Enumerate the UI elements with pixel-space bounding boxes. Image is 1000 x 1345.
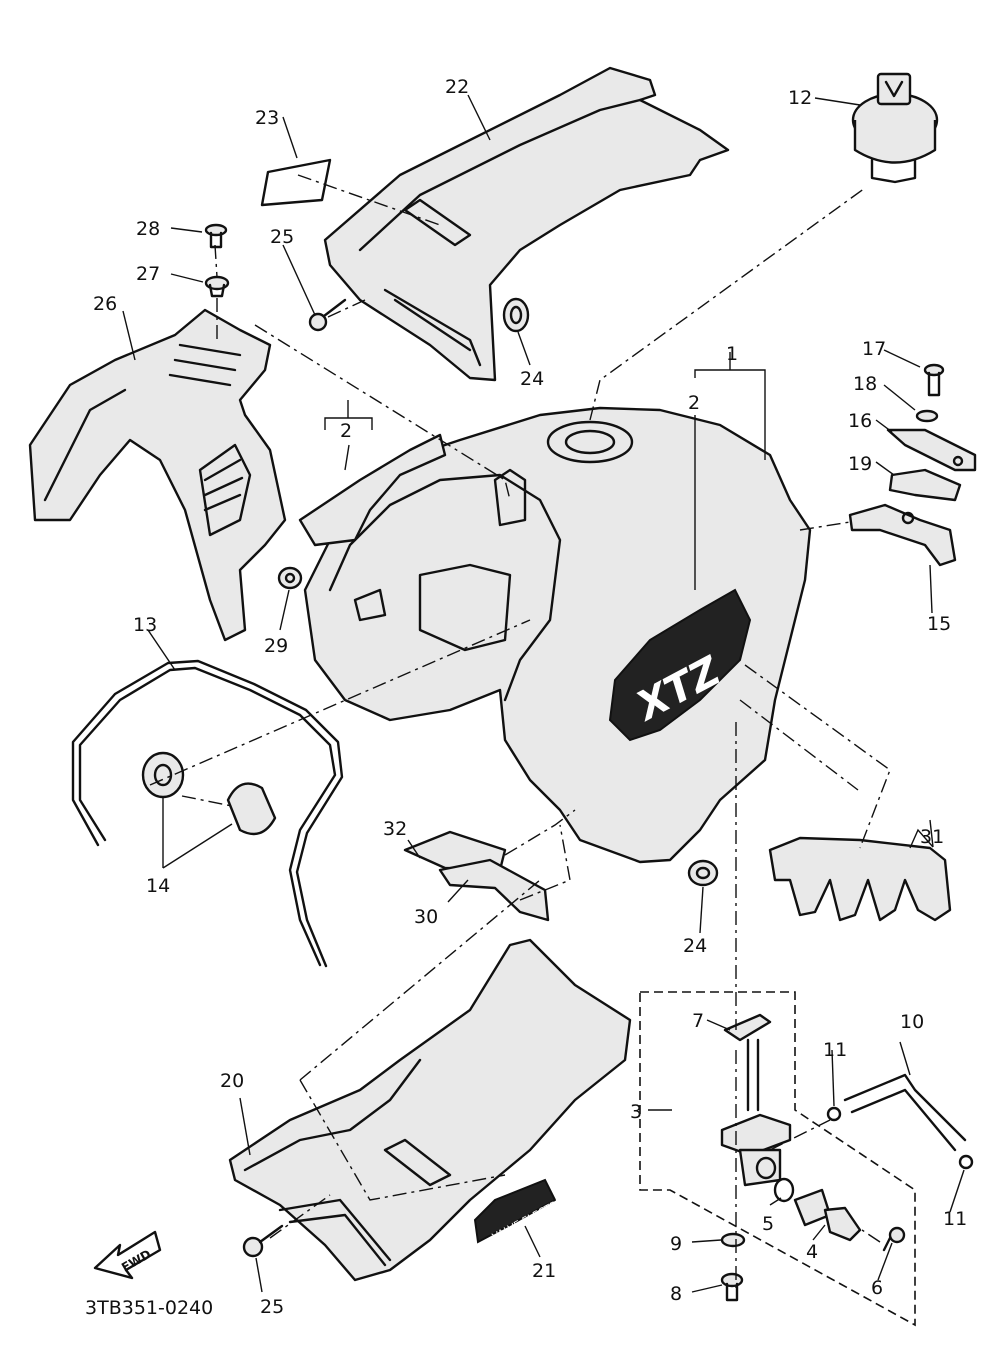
part-6-screw <box>882 1226 906 1252</box>
callout-4: 4 <box>806 1241 818 1263</box>
part-11-clip-b <box>958 1154 974 1170</box>
callout-14: 14 <box>146 875 170 897</box>
callout-17: 17 <box>862 338 886 360</box>
part-9-washer <box>720 1232 746 1248</box>
callout-16: 16 <box>848 410 872 432</box>
callout-11-lower: 11 <box>943 1208 967 1230</box>
part-19-plate <box>888 468 962 502</box>
callout-8: 8 <box>670 1283 682 1305</box>
callout-3: 3 <box>630 1101 642 1123</box>
callout-20: 20 <box>220 1070 244 1092</box>
part-15-holder <box>848 503 957 567</box>
part-29-nut <box>277 566 303 590</box>
part-25-bolt-upper <box>308 298 347 332</box>
callout-15: 15 <box>927 613 951 635</box>
callout-18: 18 <box>853 373 877 395</box>
callout-31: 31 <box>920 826 944 848</box>
part-8-bolt <box>720 1272 744 1302</box>
callout-32: 32 <box>383 818 407 840</box>
part-28-screw <box>204 223 228 249</box>
dashed-assembly-lines <box>149 174 891 1290</box>
part-27-collar <box>204 275 230 298</box>
part-24-grommet-upper <box>502 297 530 333</box>
callout-1: 1 <box>726 343 738 365</box>
part-5-o-ring <box>773 1177 795 1203</box>
callout-labels: 22 23 12 28 27 25 26 24 17 18 1 2 16 2 1… <box>85 76 967 1319</box>
part-11-clip-a <box>826 1106 842 1122</box>
callout-27: 27 <box>136 263 160 285</box>
callout-5: 5 <box>762 1213 774 1235</box>
callout-2-right: 2 <box>688 392 700 414</box>
part-18-washer <box>915 409 939 423</box>
callout-28: 28 <box>136 218 160 240</box>
callout-23: 23 <box>255 107 279 129</box>
part-16-bracket <box>886 428 977 472</box>
part-20-lower-cover <box>228 938 632 1282</box>
callout-11-upper: 11 <box>823 1039 847 1061</box>
part-32-plate <box>403 830 507 872</box>
callout-13: 13 <box>133 614 157 636</box>
callout-25-upper: 25 <box>270 226 294 248</box>
callout-10: 10 <box>900 1011 924 1033</box>
part-17-bolt <box>923 363 945 397</box>
part-21-decal: VALVE ELECTRIC <box>473 1178 568 1244</box>
part-26-side-cover <box>28 308 287 642</box>
part-30-plate <box>438 858 550 922</box>
callout-29: 29 <box>264 635 288 657</box>
callout-22: 22 <box>445 76 469 98</box>
part-24-grommet-lower <box>687 859 719 887</box>
callout-21: 21 <box>532 1260 556 1282</box>
callout-24-upper: 24 <box>520 368 544 390</box>
callout-2-left: 2 <box>340 420 352 442</box>
callout-30: 30 <box>414 906 438 928</box>
callout-6: 6 <box>871 1277 883 1299</box>
part-2-decal-left <box>298 433 447 547</box>
callout-19: 19 <box>848 453 872 475</box>
fwd-arrow-icon: FWD <box>93 1230 162 1280</box>
part-31-guard <box>768 836 952 922</box>
callout-12: 12 <box>788 87 812 109</box>
part-25-bolt-lower <box>242 1224 284 1258</box>
diagram-code: 3TB351-0240 <box>85 1297 213 1319</box>
leader-lines <box>122 94 965 1293</box>
callout-26: 26 <box>93 293 117 315</box>
part-3-fuel-cock-assembly <box>639 991 916 1327</box>
part-10-fuel-hose <box>843 1073 967 1152</box>
part-13-band <box>71 659 344 968</box>
part-14-damper-a <box>141 751 185 799</box>
part-4-lever <box>793 1188 862 1242</box>
callout-24-lower: 24 <box>683 935 707 957</box>
part-14-damper-b <box>226 782 277 836</box>
part-22-upper-cover <box>323 66 730 382</box>
part-23-decal <box>260 158 332 207</box>
part-1-fuel-tank: XTZ <box>303 406 812 864</box>
callout-9: 9 <box>670 1233 682 1255</box>
callout-25-lower: 25 <box>260 1296 284 1318</box>
part-12-fuel-cap <box>851 72 939 184</box>
callout-7: 7 <box>692 1010 704 1032</box>
